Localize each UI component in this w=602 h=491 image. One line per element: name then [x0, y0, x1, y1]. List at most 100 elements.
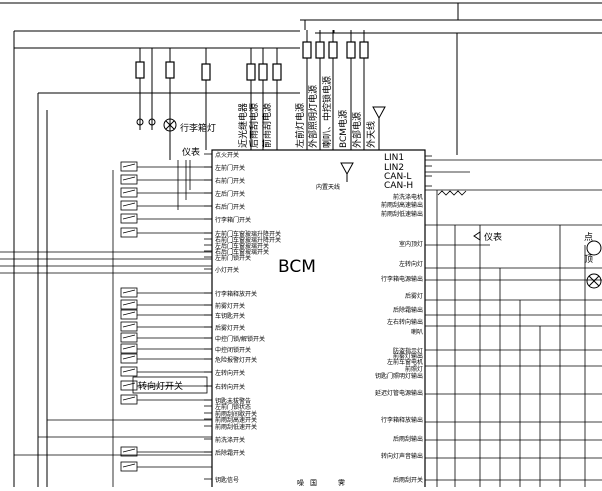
right-pin-label: 行李箱电源输出 — [381, 275, 423, 283]
right-pin-label: 室内顶灯 — [399, 240, 423, 248]
switch-icon — [120, 394, 212, 405]
instrument-label-top: 仪表 — [182, 146, 200, 158]
lamp-icon — [586, 273, 602, 289]
left-switches — [120, 161, 212, 472]
switch-icon — [120, 446, 212, 457]
left-pin-label: 左前门开关 — [215, 164, 245, 172]
turn-switch-group: 转向灯开关 — [132, 376, 208, 394]
left-pin-label: 中控闭锁开关 — [215, 346, 251, 354]
left-pin-label: 中控门锁/解锁开关 — [215, 335, 265, 343]
left-pin-label: 右转向开关 — [215, 383, 245, 391]
left-pins: 点火开关左前门开关右前门开关左后门开关右后门开关行李箱门开关左前门车窗玻璃升降开… — [204, 151, 281, 484]
trunk-lamp-label: 行李箱灯 — [180, 122, 216, 134]
external-antenna-icon — [372, 106, 386, 150]
trunk-lamp-icon — [163, 118, 177, 132]
left-pin-label: 行李箱门开关 — [215, 216, 251, 224]
right-edge-label-1: 点 — [584, 232, 593, 243]
left-pin-label: 右后门车窗玻璃开关 — [215, 248, 269, 256]
left-pin-label: 右前门开关 — [215, 177, 245, 185]
top-label: 后雨刮电源 — [248, 103, 260, 148]
instrument-right-group: 仪表 — [473, 231, 502, 243]
switch-icon — [120, 200, 212, 211]
left-pin-label: 前雨刮间歇开关 — [215, 410, 257, 418]
lamp-icon — [586, 240, 602, 256]
bottom-marks: 噪国 霁 — [297, 479, 345, 487]
right-pin-label: 左右转向输出 — [387, 318, 423, 326]
left-pin-label: 右后门开关 — [215, 203, 245, 211]
left-pin-label: 前雨刮高速开关 — [215, 416, 257, 424]
left-pin-label: 行李箱释放开关 — [215, 290, 257, 298]
left-pin-label: 后雾灯开关 — [215, 324, 245, 332]
left-pin-label: 车钥匙开关 — [215, 312, 245, 320]
top-label: 左前灯电源 — [294, 103, 306, 148]
right-pin-label: 后雨刮输出 — [393, 435, 423, 443]
left-pin-label: 前雨刮低速开关 — [215, 423, 257, 431]
left-pin-label: 左前门锁开关 — [215, 254, 251, 262]
right-pin-label: 前雨刮低速输出 — [381, 210, 423, 218]
bottom-mark: 霁 — [338, 479, 345, 487]
bottom-mark: 国 — [310, 479, 317, 487]
instrument-label-right: 仪表 — [484, 231, 502, 243]
switch-icon — [120, 161, 212, 172]
switch-icon — [120, 299, 212, 310]
switch-icon — [120, 380, 212, 391]
bottom-mark: 噪 — [297, 479, 304, 487]
right-edge-lamps: 点 顶 — [584, 232, 602, 289]
left-pin-label: 前洗涤开关 — [215, 436, 245, 444]
top-label: 外部电源 — [351, 112, 363, 148]
bus-label: CAN-L — [384, 172, 411, 182]
bcm-module — [211, 149, 426, 491]
switch-icon — [120, 366, 212, 377]
right-pin-label: 后雾灯 — [405, 292, 423, 300]
internal-antenna-label: 内置天线 — [316, 183, 340, 191]
switch-icon — [120, 213, 212, 224]
left-pin-label: 左后门开关 — [215, 190, 245, 198]
left-pin-label: 左前门锁状态 — [215, 403, 251, 411]
switch-icon — [120, 353, 212, 364]
right-pin-label: 行李箱释放输出 — [381, 416, 423, 424]
bus-label: LIN2 — [384, 163, 404, 173]
right-pin-label: 左前车窗电机 — [387, 358, 423, 366]
right-pin-label: 左转向灯 — [399, 260, 423, 268]
bus-label: LIN1 — [384, 153, 404, 163]
right-pin-label: 喇叭 — [411, 328, 423, 336]
top-label: 喇叭、中控锁电源 — [321, 76, 333, 148]
left-pin-label: 左前门车窗玻璃升降开关 — [215, 230, 281, 238]
right-pin-label: 前雾灯输出 — [393, 352, 423, 360]
left-pin-label: 右前门车窗玻璃升降开关 — [215, 236, 281, 244]
top-label: BCM电源 — [337, 110, 349, 148]
top-label: 前雨刮电源 — [261, 103, 273, 148]
switch-icon — [120, 332, 212, 343]
top-label: 外天线 — [365, 121, 377, 148]
left-pin-label: 左转向开关 — [215, 369, 245, 377]
left-pin-label: 小灯开关 — [215, 266, 239, 274]
left-pin-label: 钥匙未拔警告 — [215, 397, 251, 405]
left-pin-label: 钥匙信号 — [215, 476, 239, 484]
switch-icon — [120, 343, 212, 354]
switch-icon — [120, 227, 212, 238]
bcm-title: BCM — [278, 257, 316, 277]
switch-icon — [120, 321, 212, 332]
right-edge-label-2: 顶 — [584, 254, 593, 265]
fuse-group — [135, 41, 369, 81]
bus-label: CAN-H — [384, 181, 413, 191]
switch-icon — [120, 187, 212, 198]
switch-icon — [120, 461, 212, 472]
left-pin-label: 点火开关 — [215, 151, 239, 159]
right-pin-label: 转向灯声音输出 — [381, 452, 423, 460]
switch-icon — [120, 287, 212, 298]
left-pin-label: 左后门车窗玻璃开关 — [215, 242, 269, 250]
trunk-lamp-group: 行李箱灯 仪表 — [136, 118, 216, 158]
right-pin-label: 后雨刮开关 — [393, 476, 423, 484]
left-pin-label: 危险报警灯开关 — [215, 356, 257, 364]
internal-antenna-icon — [340, 162, 354, 182]
right-pin-label: 前洗涤电机 — [393, 193, 423, 201]
top-label: 外部照明灯电源 — [307, 85, 319, 148]
switch-icon — [120, 309, 212, 320]
left-pin-label: 后除霜开关 — [215, 449, 245, 457]
bus-connector — [425, 155, 467, 196]
right-pin-label: 延迟灯管电源输出 — [375, 389, 423, 397]
